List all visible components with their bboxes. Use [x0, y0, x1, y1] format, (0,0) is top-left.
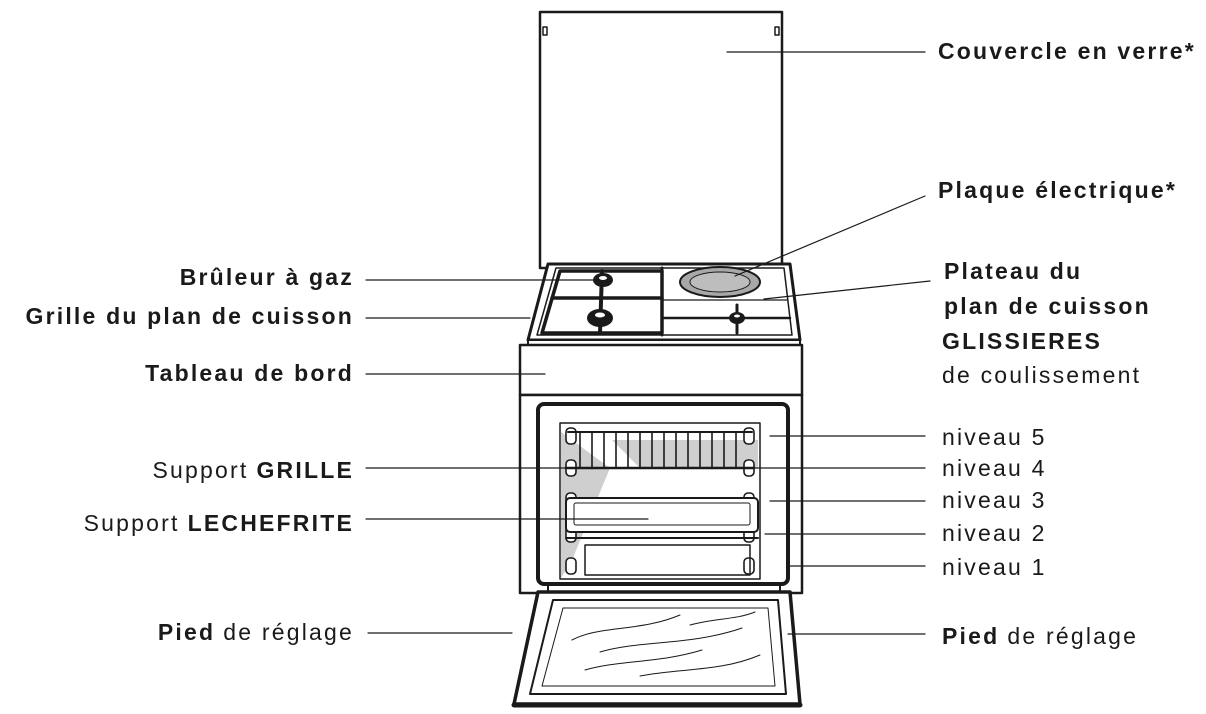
rack-wires	[579, 431, 737, 469]
slide-rib-right	[743, 557, 755, 575]
leader-electric-plate	[734, 195, 926, 277]
burner-rear-left-cap	[599, 276, 607, 280]
tray-inner	[573, 502, 751, 526]
leader-lines	[365, 51, 931, 635]
oven-bottom-panel	[584, 544, 751, 576]
support-lechefrite-prefix: Support	[83, 510, 180, 536]
foot-left-name: Pied	[157, 619, 216, 645]
door-frame	[512, 590, 802, 706]
glass-reflection	[584, 649, 703, 671]
glass-reflection	[571, 614, 681, 641]
lid-hinge-left	[542, 26, 548, 36]
foot-right-name: Pied	[942, 623, 1000, 649]
level-2-label: niveau 2	[942, 520, 1047, 546]
rack-shadow	[612, 440, 758, 468]
hob-pan-support	[540, 266, 792, 337]
burner-front-left	[587, 309, 613, 327]
oven-door	[511, 590, 803, 708]
slide-rib-right	[743, 427, 755, 445]
leader-hob-tray	[763, 280, 931, 300]
electric-plate-label: Plaque électrique*	[938, 177, 1178, 203]
level-5-label: niveau 5	[942, 424, 1047, 450]
door-glass	[541, 607, 776, 687]
control-panel	[518, 343, 804, 397]
glass-reflection	[689, 611, 756, 626]
level-3-label: niveau 3	[942, 487, 1047, 513]
level-4-label: niveau 4	[942, 455, 1047, 481]
foot-right-suffix: de réglage	[1007, 623, 1139, 649]
oven-rack	[564, 431, 756, 470]
electric-plate-center	[689, 271, 751, 293]
lid-label: Couvercle en verre*	[938, 38, 1196, 64]
door-window-frame	[529, 599, 787, 695]
hob-grid-label: Grille du plan de cuisson	[25, 303, 354, 329]
burner-front-right-cap	[734, 314, 740, 318]
control-panel-label: Tableau de bord	[145, 360, 354, 386]
hob-surface	[526, 262, 802, 342]
glass-lid	[538, 10, 784, 270]
foot-left-suffix: de réglage	[223, 619, 354, 645]
burner-front-right	[729, 312, 745, 324]
oven-tray	[565, 497, 759, 533]
level-1-label: niveau 1	[942, 554, 1047, 580]
gas-burner-label: Brûleur à gaz	[179, 264, 354, 290]
foot-right-label: Pied de réglage	[942, 623, 1138, 649]
support-lechefrite-label: Support LECHEFRITE	[84, 510, 354, 536]
hob-tray-label-line1: Plateau du	[944, 258, 1083, 284]
hob-tray-label-line2: plan de cuisson	[944, 293, 1151, 319]
glass-reflection	[599, 627, 743, 653]
slides-subtitle: de coulissement	[942, 362, 1142, 388]
slides-title: GLISSIERES	[942, 328, 1103, 354]
slide-rib-left	[565, 427, 577, 445]
glass-reflection	[639, 654, 761, 677]
tray-rim	[565, 497, 759, 533]
burner-front-left-cap	[595, 312, 605, 318]
support-grille-prefix: Support	[152, 457, 249, 483]
support-lechefrite-name: LECHEFRITE	[187, 510, 354, 536]
support-grille-name: GRILLE	[256, 457, 354, 483]
support-grille-label: Support GRILLE	[152, 457, 354, 483]
lid-hinge-right	[774, 26, 780, 36]
slide-rib-left	[565, 557, 577, 575]
foot-left-label: Pied de réglage	[158, 619, 354, 645]
